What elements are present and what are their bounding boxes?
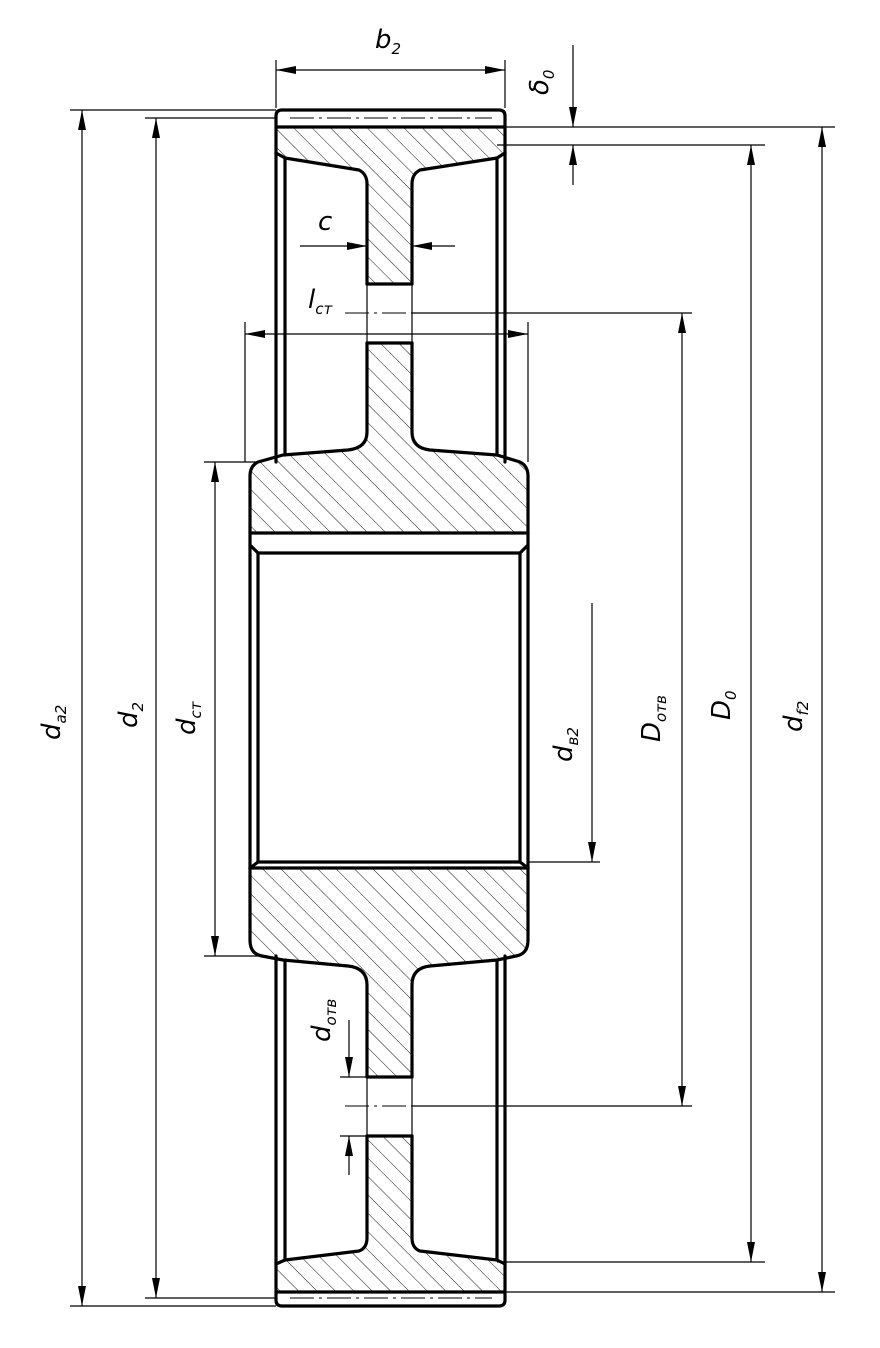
web-upper-section xyxy=(250,343,528,533)
dimension-labels: b2 δ0 c lст da2 d2 dст dв2 Dотв D0 df2 xyxy=(37,25,812,1042)
extension-lines xyxy=(70,60,835,1307)
label-dv2: dв2 xyxy=(549,727,582,762)
section-hatching xyxy=(250,127,528,1292)
label-Dotv: Dотв xyxy=(637,695,670,742)
hub-lower-section xyxy=(250,868,528,1077)
label-c: c xyxy=(318,207,332,237)
rim-bottom-section xyxy=(276,1136,505,1292)
center-lines xyxy=(290,117,492,1299)
label-dotv: dотв xyxy=(307,999,340,1042)
label-d2: d2 xyxy=(114,702,147,728)
gear-outline xyxy=(248,108,530,1308)
label-D0: D0 xyxy=(707,690,740,720)
label-b2: b2 xyxy=(375,25,401,58)
dimension-lines xyxy=(78,45,826,1306)
label-delta0: δ0 xyxy=(525,70,558,95)
rim-top-section xyxy=(276,127,505,284)
label-df2: df2 xyxy=(779,701,812,732)
label-dct: dст xyxy=(172,700,205,735)
label-da2: da2 xyxy=(37,705,70,740)
label-lct: lст xyxy=(308,285,333,318)
